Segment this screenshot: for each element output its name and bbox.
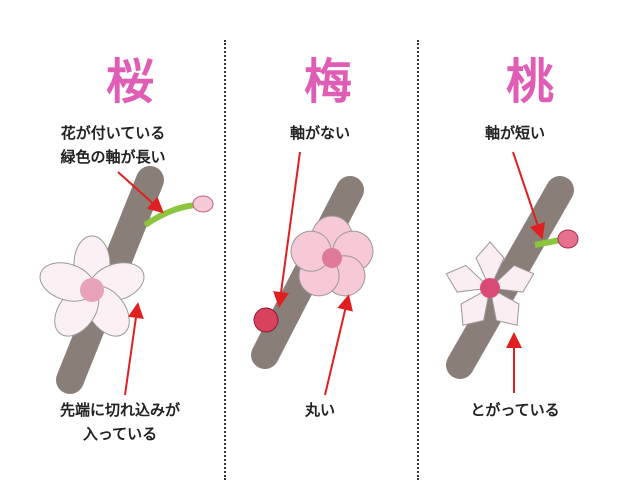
- momo-flower: [445, 241, 535, 326]
- momo-top-label: 軸が短い: [465, 121, 565, 145]
- sakura-flower: [39, 235, 145, 337]
- ume-bottom-label: 丸い: [290, 398, 350, 422]
- arrow: [117, 171, 164, 214]
- arrow: [273, 151, 301, 308]
- bud: [253, 307, 279, 333]
- stem: [534, 237, 561, 248]
- title-ume: 梅: [303, 54, 352, 110]
- title-sakura: 桜: [105, 54, 154, 110]
- ume-illustration: [251, 151, 374, 396]
- sakura-top-label: 花が付いている 緑色の軸が長い: [48, 121, 178, 169]
- label-line: 花が付いている: [60, 124, 166, 142]
- label-line: 丸い: [304, 401, 335, 419]
- column-divider-1: [224, 40, 226, 480]
- label-line: 先端に切れ込みが: [59, 401, 180, 419]
- label-line: 軸がない: [289, 124, 350, 142]
- ume-flower: [290, 215, 374, 297]
- ume-top-label: 軸がない: [270, 121, 370, 145]
- bud: [557, 229, 579, 249]
- title-momo: 桃: [505, 54, 554, 110]
- bud: [192, 195, 214, 213]
- arrow: [512, 151, 546, 240]
- arrow: [124, 302, 144, 396]
- column-divider-2: [417, 40, 419, 480]
- sakura-bottom-label: 先端に切れ込みが 入っている: [45, 398, 195, 446]
- momo-bottom-label: とがっている: [455, 398, 575, 422]
- label-line: とがっている: [470, 401, 560, 419]
- label-line: 軸が短い: [484, 124, 545, 142]
- momo-illustration: [445, 151, 579, 393]
- label-line: 緑色の軸が長い: [60, 148, 166, 166]
- arrow: [324, 294, 353, 396]
- sakura-illustration: [39, 166, 214, 396]
- label-line: 入っている: [82, 425, 158, 443]
